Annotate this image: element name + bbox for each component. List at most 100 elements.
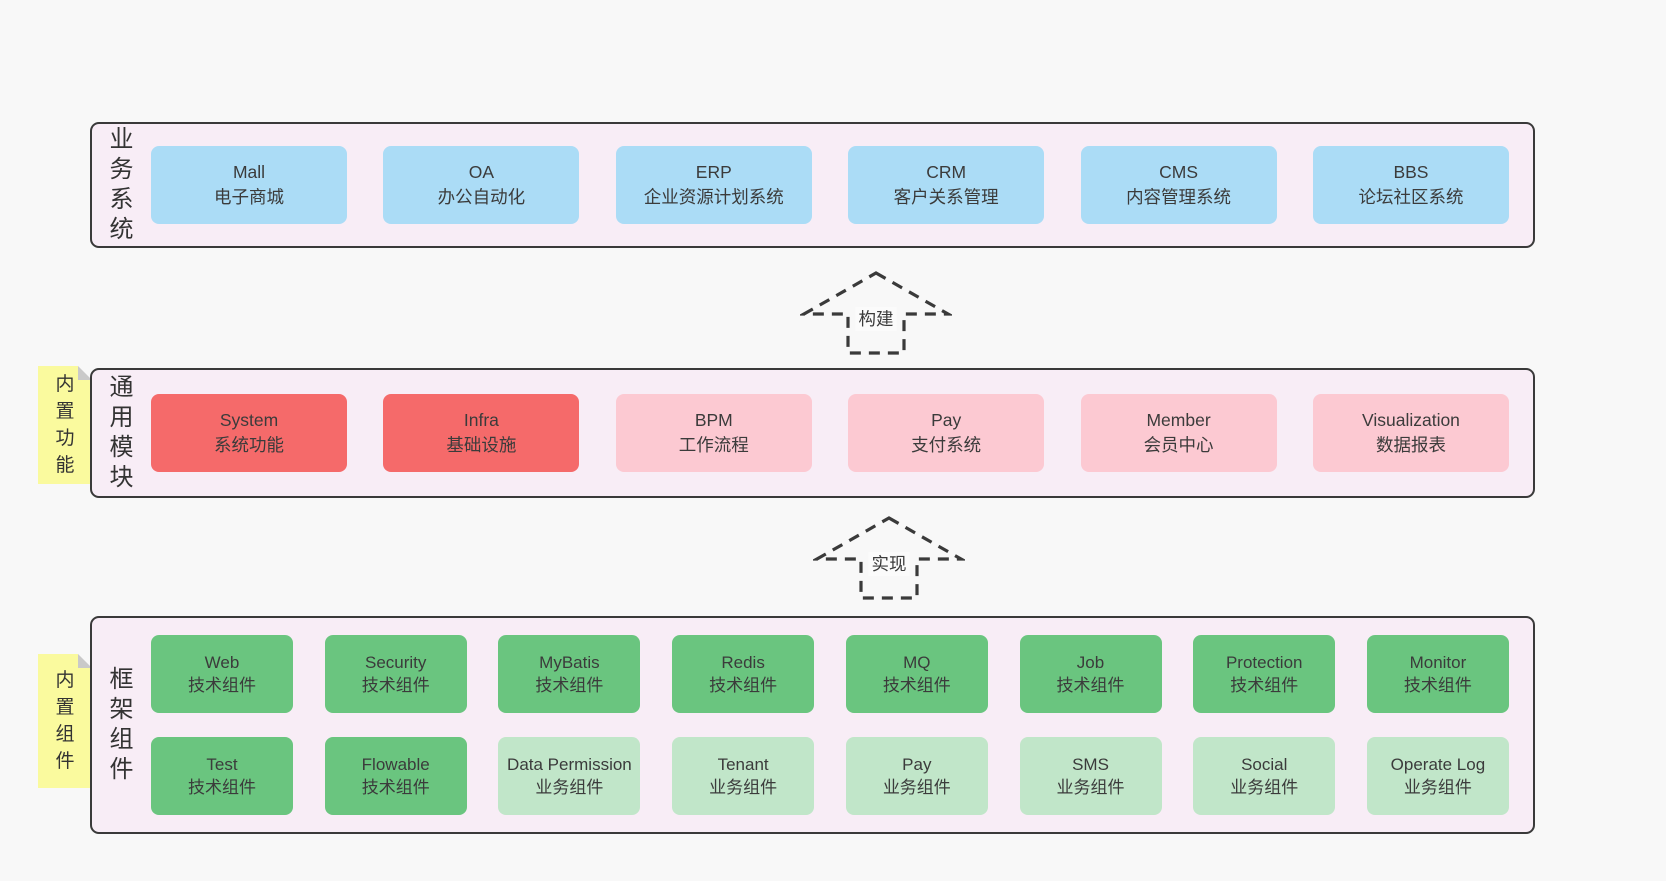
box-tenant: Tenant 业务组件 <box>672 737 815 815</box>
box-desc: 基础设施 <box>446 435 517 455</box>
box-desc: 业务组件 <box>882 778 951 797</box>
box-protection: Protection 技术组件 <box>1193 635 1336 713</box>
build-arrow-label: 构建 <box>855 307 897 331</box>
box-name: Pay <box>931 410 962 430</box>
box-desc: 业务组件 <box>1056 778 1125 797</box>
box-pay-biz: Pay 业务组件 <box>845 737 988 815</box>
box-desc: 技术组件 <box>882 676 951 695</box>
box-desc: 工作流程 <box>678 435 749 455</box>
box-operate-log: Operate Log 业务组件 <box>1366 737 1509 815</box>
build-arrow: 构建 <box>800 270 952 356</box>
box-name: Social <box>1241 755 1288 774</box>
band-framework-components: 框架组件 Web 技术组件 Security 技术组件 MyBatis 技术组件… <box>90 616 1535 834</box>
box-test: Test 技术组件 <box>151 737 293 815</box>
box-crm: CRM 客户关系管理 <box>848 146 1045 224</box>
box-name: Redis <box>721 653 765 672</box>
box-desc: 技术组件 <box>1403 676 1472 695</box>
box-system: System 系统功能 <box>151 394 347 472</box>
box-erp: ERP 企业资源计划系统 <box>615 146 812 224</box>
box-name: Pay <box>902 755 932 774</box>
box-name: MQ <box>903 653 931 672</box>
box-desc: 会员中心 <box>1143 435 1214 455</box>
box-mq: MQ 技术组件 <box>845 635 988 713</box>
box-cms: CMS 内容管理系统 <box>1080 146 1277 224</box>
box-name: Web <box>204 653 240 672</box>
box-mall: Mall 电子商城 <box>151 146 347 224</box>
box-oa: OA 办公自动化 <box>383 146 580 224</box>
box-name: BPM <box>694 410 733 430</box>
box-desc: 技术组件 <box>361 778 430 797</box>
box-infra: Infra 基础设施 <box>383 394 580 472</box>
box-data-permission: Data Permission 业务组件 <box>498 737 641 815</box>
box-desc: 内容管理系统 <box>1126 187 1232 207</box>
framework-row-1: Web 技术组件 Security 技术组件 MyBatis 技术组件 Redi… <box>151 635 1509 713</box>
box-bpm: BPM 工作流程 <box>615 394 812 472</box>
box-desc: 数据报表 <box>1375 435 1446 455</box>
box-desc: 办公自动化 <box>437 187 526 207</box>
box-name: SMS <box>1072 755 1109 774</box>
box-name: Flowable <box>361 755 430 774</box>
box-security: Security 技术组件 <box>324 635 467 713</box>
sticky-label: 内置组件 <box>55 670 75 772</box>
box-name: ERP <box>695 162 732 182</box>
box-job: Job 技术组件 <box>1019 635 1162 713</box>
box-bbs: BBS 论坛社区系统 <box>1312 146 1509 224</box>
box-name: OA <box>468 162 495 182</box>
box-desc: 技术组件 <box>1056 676 1125 695</box>
box-name: Protection <box>1225 653 1303 672</box>
box-name: Visualization <box>1361 410 1460 430</box>
box-name: Infra <box>463 410 499 430</box>
box-name: MyBatis <box>539 653 600 672</box>
box-desc: 技术组件 <box>188 778 256 797</box>
box-social: Social 业务组件 <box>1193 737 1336 815</box>
sticky-label: 内置功能 <box>55 374 75 476</box>
box-desc: 业务组件 <box>1230 778 1299 797</box>
box-desc: 业务组件 <box>1403 778 1472 797</box>
box-flowable: Flowable 技术组件 <box>324 737 467 815</box>
band-common-modules: 通用模块 System 系统功能 Infra 基础设施 BPM 工作流程 Pay… <box>90 368 1535 498</box>
box-desc: 论坛社区系统 <box>1358 187 1464 207</box>
box-name: Mall <box>232 162 266 182</box>
implement-arrow: 实现 <box>813 515 965 601</box>
band-framework-content: Web 技术组件 Security 技术组件 MyBatis 技术组件 Redi… <box>135 618 1533 832</box>
box-name: Job <box>1076 653 1105 672</box>
box-web: Web 技术组件 <box>151 635 293 713</box>
box-mybatis: MyBatis 技术组件 <box>498 635 641 713</box>
framework-row-2: Test 技术组件 Flowable 技术组件 Data Permission … <box>151 737 1509 815</box>
box-desc: 技术组件 <box>361 676 430 695</box>
box-desc: 技术组件 <box>709 676 778 695</box>
box-name: Security <box>364 653 427 672</box>
box-name: BBS <box>1393 162 1429 182</box>
box-desc: 客户关系管理 <box>893 187 999 207</box>
sticky-note-builtin-features: 内置功能 <box>38 366 92 484</box>
box-desc: 业务组件 <box>535 778 604 797</box>
box-name: CRM <box>926 162 967 182</box>
box-name: Operate Log <box>1390 755 1486 774</box>
band-business-systems: 业务系统 Mall 电子商城 OA 办公自动化 ERP 企业资源计划系统 CRM… <box>90 122 1535 248</box>
box-name: Test <box>206 755 238 774</box>
box-desc: 企业资源计划系统 <box>643 187 784 207</box>
band-modules-content: System 系统功能 Infra 基础设施 BPM 工作流程 Pay 支付系统… <box>135 370 1533 496</box>
box-name: Data Permission <box>507 755 632 774</box>
box-name: Monitor <box>1409 653 1467 672</box>
band-business-label: 业务系统 <box>109 126 134 243</box>
box-name: Tenant <box>717 755 769 774</box>
box-sms: SMS 业务组件 <box>1019 737 1162 815</box>
box-desc: 支付系统 <box>911 435 982 455</box>
box-desc: 系统功能 <box>214 435 284 455</box>
sticky-note-builtin-components: 内置组件 <box>38 654 92 788</box>
band-business-content: Mall 电子商城 OA 办公自动化 ERP 企业资源计划系统 CRM 客户关系… <box>135 124 1533 246</box>
box-monitor: Monitor 技术组件 <box>1366 635 1509 713</box>
band-modules-label: 通用模块 <box>109 374 134 491</box>
box-visualization: Visualization 数据报表 <box>1312 394 1509 472</box>
box-desc: 电子商城 <box>214 187 284 207</box>
box-desc: 技术组件 <box>1230 676 1299 695</box>
box-pay: Pay 支付系统 <box>848 394 1045 472</box>
box-name: Member <box>1146 410 1211 430</box>
box-name: System <box>219 410 279 430</box>
box-redis: Redis 技术组件 <box>672 635 815 713</box>
box-name: CMS <box>1159 162 1198 182</box>
box-member: Member 会员中心 <box>1080 394 1277 472</box>
box-desc: 技术组件 <box>188 676 256 695</box>
